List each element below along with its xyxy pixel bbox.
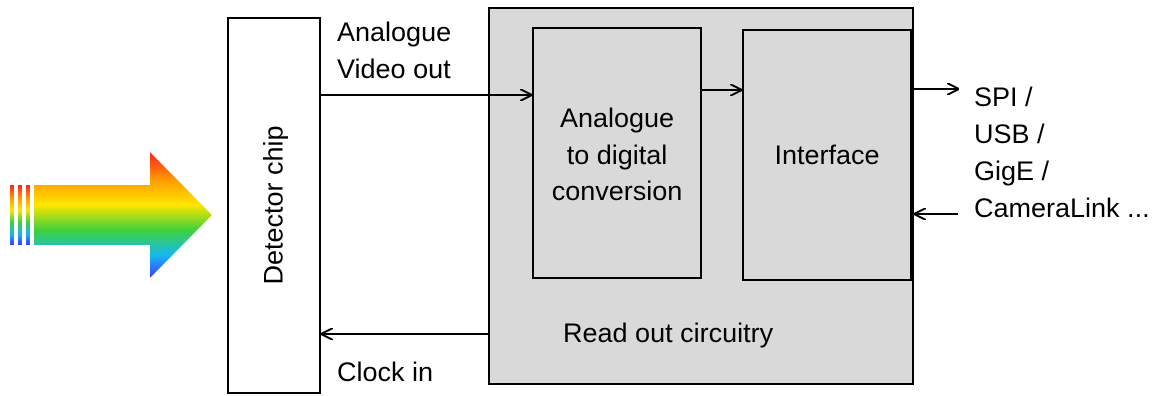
detector-chip-label: Detector chip xyxy=(258,125,289,285)
protocol-usb: USB / xyxy=(974,119,1045,149)
adc-label-line1: Analogue xyxy=(559,103,675,133)
protocol-gige: GigE / xyxy=(974,156,1050,186)
video-out-label-line1: Analogue xyxy=(337,17,452,47)
ray-stripe-3 xyxy=(26,185,30,245)
rainbow-arrow-shape xyxy=(34,152,212,278)
adc-label-line3: conversion xyxy=(551,176,683,206)
detector-chip-box xyxy=(227,17,321,394)
adc-label-line2: to digital xyxy=(566,140,668,170)
ray-stripe-1 xyxy=(10,185,14,245)
clock-in-label: Clock in xyxy=(337,357,434,387)
adc-box xyxy=(532,27,702,279)
interface-label: Interface xyxy=(774,140,880,170)
video-out-label-line2: Video out xyxy=(337,54,451,84)
ray-stripe-2 xyxy=(18,185,22,245)
incoming-light-arrow xyxy=(10,152,212,278)
readout-circuitry-label: Read out circuitry xyxy=(563,318,774,348)
protocol-cameralink: CameraLink ... xyxy=(974,193,1150,223)
protocol-spi: SPI / xyxy=(974,82,1033,112)
interface-box xyxy=(742,29,912,281)
